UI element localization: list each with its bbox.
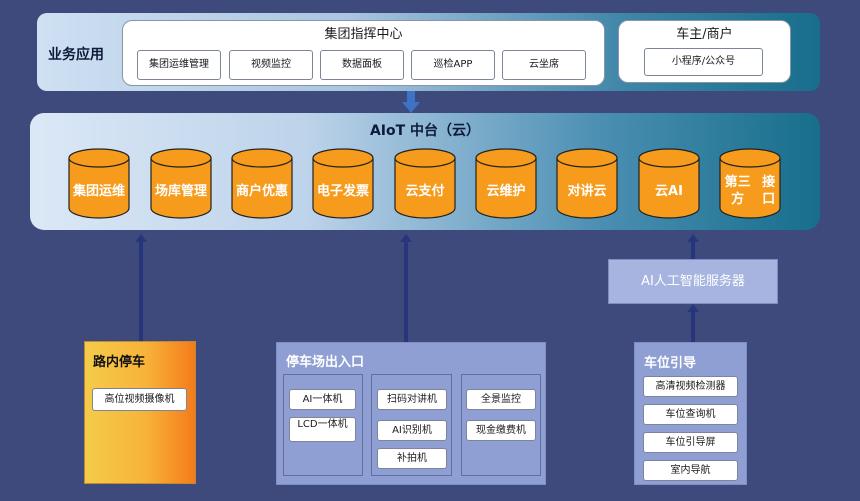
cylinder-label-line: 第三方 xyxy=(724,175,751,207)
cylinder-label-line: 发票 xyxy=(343,183,370,199)
module-panoramic-monitor: 全景监控 xyxy=(466,389,536,410)
module-ai-recognizer: AI识别机 xyxy=(377,420,447,441)
cylinder-shape xyxy=(312,148,374,219)
owner-merchant-title: 车主/商户 xyxy=(676,27,733,42)
module-group-ops: 集团运维管理 xyxy=(137,50,221,80)
cylinder-label-line: 运维 xyxy=(99,183,126,199)
cylinder-label: 电子发票 xyxy=(312,168,374,214)
cylinder-label: 集团运维 xyxy=(68,168,130,214)
cylinder-label: 场库管理 xyxy=(150,168,212,214)
module-ai-all-in-one: AI一体机 xyxy=(289,389,356,410)
cylinder-label-line: 对讲云 xyxy=(567,183,607,199)
cylinder-label-line: 集团 xyxy=(72,183,99,199)
cylinder-shape xyxy=(638,148,700,219)
cylinder-label-line: 商户 xyxy=(235,183,262,199)
module-hd-video-detector: 高清视频检测器 xyxy=(643,376,738,397)
module-mini-program: 小程序/公众号 xyxy=(644,48,763,76)
module-cash-payment-machine: 现金缴费机 xyxy=(466,420,536,441)
cylinder-label-line: 电子 xyxy=(316,183,343,199)
cylinder-label-line: 云支付 xyxy=(405,183,445,199)
business-application-label: 业务应用 xyxy=(48,47,104,63)
module-space-query-machine: 车位查询机 xyxy=(643,404,738,425)
parking-entry-title: 停车场出入口 xyxy=(286,355,365,370)
group-command-center-title: 集团指挥中心 xyxy=(324,27,403,42)
module-high-video-camera: 高位视频摄像机 xyxy=(92,388,187,411)
module-scan-intercom: 扫码对讲机 xyxy=(377,389,447,410)
module-video-monitor: 视频监控 xyxy=(229,50,313,80)
module-supplement-camera: 补拍机 xyxy=(377,448,447,469)
cylinder-shape xyxy=(556,148,618,219)
cylinder-label-line: 管理 xyxy=(181,183,208,199)
up-arrow-icon xyxy=(687,234,699,260)
cylinder-shape xyxy=(394,148,456,219)
cylinder-shape xyxy=(150,148,212,219)
street-parking-box xyxy=(84,341,196,484)
cylinder-label: 云AI xyxy=(638,168,700,214)
up-arrow-icon xyxy=(135,234,147,342)
space-guidance-title: 车位引导 xyxy=(644,356,697,371)
cylinder-label: 第三方接口 xyxy=(719,168,781,214)
cylinder-label: 云支付 xyxy=(394,168,456,214)
cylinder-label-line: 云AI xyxy=(655,183,683,199)
module-data-panel: 数据面板 xyxy=(320,50,404,80)
ai-server-box: AI人工智能服务器 xyxy=(608,259,778,304)
cylinder-shape xyxy=(68,148,130,219)
up-arrow-icon xyxy=(400,234,412,342)
module-lcd-all-in-one: LCD一体机 xyxy=(289,417,356,442)
module-cloud-seat: 云坐席 xyxy=(502,50,586,80)
cylinder-shape xyxy=(719,148,781,219)
cylinder-shape xyxy=(231,148,293,219)
module-inspection-app: 巡检APP xyxy=(411,50,495,80)
cylinder-label: 云维护 xyxy=(475,168,537,214)
cylinder-label-line: 云维护 xyxy=(486,183,526,199)
cylinder-label: 商户优惠 xyxy=(231,168,293,214)
module-space-guidance-screen: 车位引导屏 xyxy=(643,432,738,453)
down-arrow-icon xyxy=(402,91,420,113)
cylinder-label-line: 场库 xyxy=(154,183,181,199)
cylinder-label-line: 接口 xyxy=(762,175,776,207)
up-arrow-icon xyxy=(687,304,699,342)
street-parking-title: 路内停车 xyxy=(93,355,146,370)
aiot-platform-title: AIoT 中台（云） xyxy=(369,123,481,139)
cylinder-label: 对讲云 xyxy=(556,168,618,214)
cylinder-shape xyxy=(475,148,537,219)
module-indoor-navigation: 室内导航 xyxy=(643,460,738,481)
cylinder-label-line: 优惠 xyxy=(262,183,289,199)
